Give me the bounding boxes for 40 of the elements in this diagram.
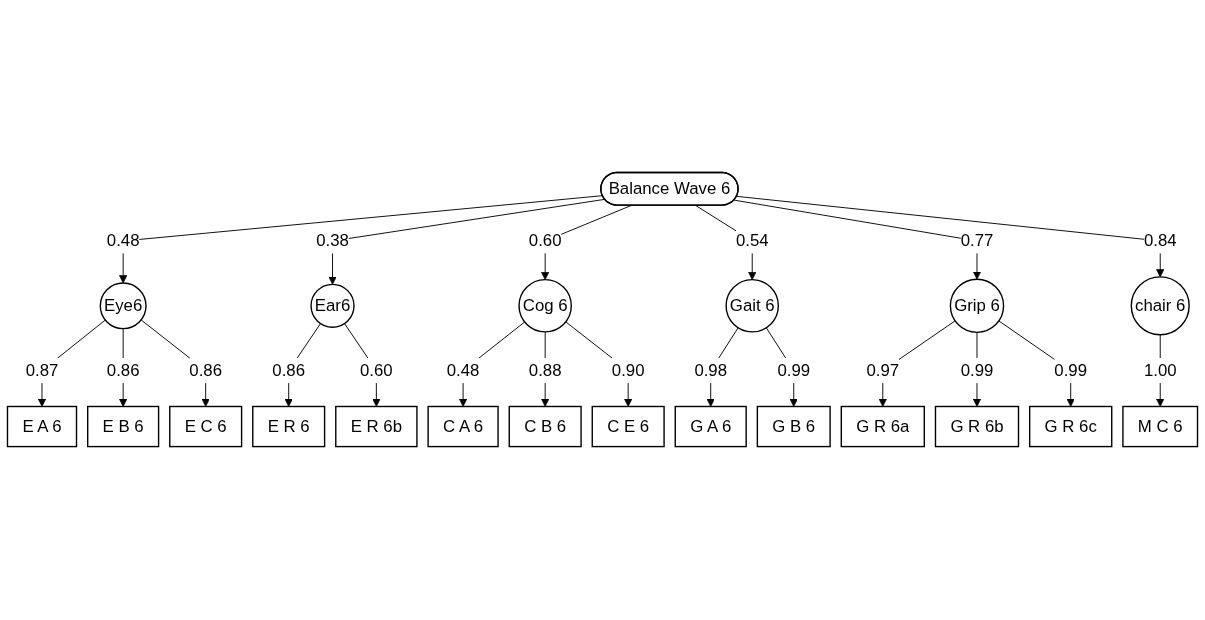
edge-label: 1.00 <box>1143 361 1177 380</box>
edge-label: 0.60 <box>528 231 562 251</box>
node-box: E R 6b <box>335 406 418 448</box>
node-box: C B 6 <box>508 406 582 448</box>
node-circle: Grip 6 <box>949 279 1005 334</box>
node-box: E C 6 <box>169 406 243 448</box>
node-circle: Ear6 <box>310 284 355 329</box>
node-box: E B 6 <box>87 406 160 448</box>
node-box: E A 6 <box>6 406 78 448</box>
node-circle: Gait 6 <box>725 279 780 334</box>
edge-label: 0.97 <box>866 361 900 380</box>
edge-label: 0.38 <box>316 231 349 251</box>
node-box: G R 6c <box>1029 406 1113 448</box>
edge-label: 0.54 <box>735 231 769 251</box>
edge-label: 0.86 <box>272 361 306 380</box>
node-box: M C 6 <box>1122 406 1199 448</box>
edge-label: 0.84 <box>1143 231 1177 251</box>
node-box: G R 6b <box>934 406 1020 448</box>
edge-label: 0.60 <box>360 361 393 380</box>
node-box: G R 6a <box>840 406 925 448</box>
edge-label: 0.86 <box>106 361 140 380</box>
node-box: C A 6 <box>427 406 499 448</box>
edge-label: 0.87 <box>25 361 59 380</box>
node-circle: chair 6 <box>1130 276 1190 336</box>
edge-label: 0.99 <box>960 361 994 380</box>
edge-label: 0.99 <box>1054 361 1088 380</box>
node-box: G B 6 <box>756 406 831 448</box>
edge-label: 0.88 <box>528 361 562 380</box>
edge-label: 0.48 <box>446 361 480 380</box>
node-box: C E 6 <box>591 406 665 448</box>
edge-label: 0.48 <box>106 231 140 251</box>
edge-label: 0.98 <box>694 361 728 380</box>
edge-label: 0.77 <box>960 231 994 251</box>
edge-label: 0.90 <box>611 361 645 380</box>
node-box: G A 6 <box>674 406 747 448</box>
node-box: E R 6 <box>252 406 326 448</box>
edge-label: 0.86 <box>189 361 223 380</box>
node-circle: Cog 6 <box>518 279 572 334</box>
edge-label: 0.99 <box>777 361 811 380</box>
node-circle: Eye6 <box>99 282 147 330</box>
